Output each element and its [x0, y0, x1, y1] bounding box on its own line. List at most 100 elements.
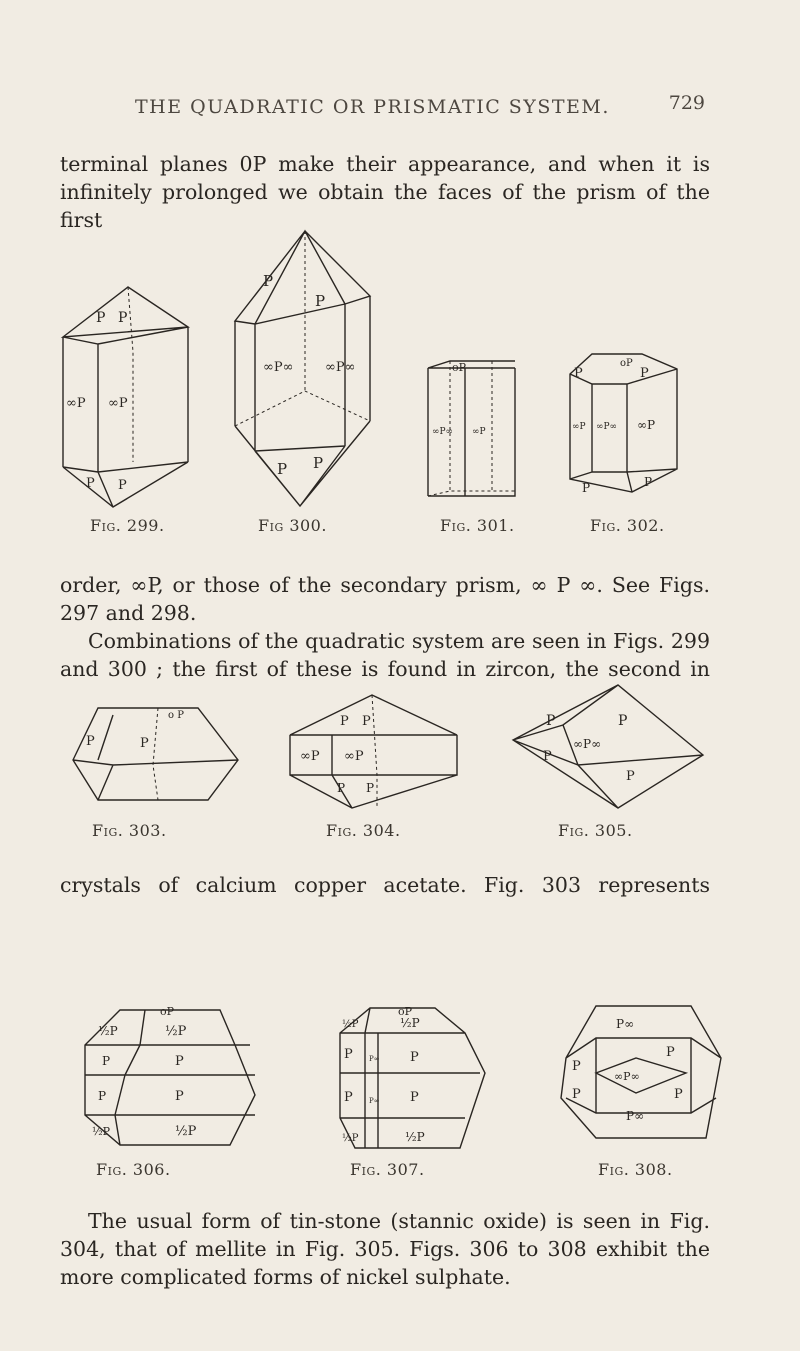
- face-label: ∞P∞: [573, 737, 601, 751]
- face-label: P: [175, 1089, 184, 1104]
- face-label: P: [410, 1090, 419, 1105]
- face-label: P: [640, 366, 649, 381]
- running-title: THE QUADRATIC OR PRISMATIC SYSTEM.: [135, 96, 610, 118]
- face-label: ∞P∞: [614, 1070, 640, 1083]
- face-label: ½P: [405, 1130, 425, 1144]
- paragraph-2: order, ∞P, or those of the secondary pri…: [60, 573, 710, 625]
- face-label: ∞P∞: [325, 360, 355, 375]
- paragraph-4: The usual form of tin-stone (stannic oxi…: [60, 1209, 710, 1289]
- face-label: ½P: [92, 1125, 111, 1138]
- paragraph-3-continued-text: Combinations of the quadratic system are…: [60, 817, 710, 897]
- face-label: oP: [398, 1005, 413, 1018]
- figure-301-drawing: oP ∞P∞ ∞P: [427, 360, 516, 497]
- face-label: ½P: [400, 1016, 420, 1030]
- figure-302-drawing: oP P P ∞P ∞P∞ ∞P P P: [569, 353, 678, 495]
- face-label: P: [626, 769, 635, 784]
- face-label: oP: [452, 361, 467, 374]
- face-label: P: [118, 478, 127, 493]
- face-label: ∞P∞: [263, 360, 293, 375]
- face-label: P: [362, 714, 371, 729]
- figure-302: oP P P ∞P ∞P∞ ∞P P P: [562, 344, 687, 509]
- figure-299-drawing: P P ∞P ∞P P P: [60, 286, 191, 508]
- face-label: P: [263, 272, 273, 290]
- figure-307-caption: Fig. 307.: [350, 1160, 425, 1179]
- face-label: P: [574, 366, 583, 381]
- face-label: P: [543, 749, 552, 764]
- figure-300-drawing: P P ∞P∞ ∞P∞ P P: [233, 229, 372, 508]
- figure-305: P P ∞P∞ P P: [508, 680, 708, 815]
- figure-305-caption: Fig. 305.: [558, 821, 633, 840]
- face-label: P: [96, 310, 105, 326]
- paragraph-3-continued: Combinations of the quadratic system are…: [60, 871, 710, 899]
- figure-302-caption: Fig. 302.: [590, 516, 665, 535]
- face-label: P: [546, 713, 555, 729]
- face-label: ∞P∞: [432, 427, 453, 437]
- face-label: P: [582, 481, 590, 495]
- face-label: P: [118, 310, 127, 326]
- figure-308-drawing: P∞ P P ∞P∞ P P P∞: [560, 1005, 722, 1139]
- figure-303: o P P P: [68, 700, 248, 810]
- paragraph-3-start: Combinations of the quadratic system are…: [60, 627, 710, 683]
- figure-304-caption: Fig. 304.: [326, 821, 401, 840]
- face-label: ∞P∞: [596, 422, 617, 432]
- face-label: P: [86, 476, 95, 491]
- figure-303-drawing: o P P P: [72, 707, 239, 801]
- figure-304-drawing: P P ∞P ∞P P P: [289, 694, 458, 809]
- face-label: P: [140, 736, 149, 751]
- face-label: ½P: [342, 1019, 359, 1030]
- face-label: ∞P: [300, 749, 320, 764]
- face-label: ∞P: [637, 418, 655, 432]
- face-label: P: [674, 1087, 683, 1102]
- face-label: P∞: [616, 1017, 634, 1031]
- face-label: P: [572, 1059, 581, 1074]
- face-label: P: [344, 1090, 353, 1105]
- face-label: P: [102, 1054, 110, 1068]
- figure-304: P P ∞P ∞P P P: [282, 690, 462, 815]
- face-label: P: [86, 734, 95, 749]
- figure-307-drawing: oP ½P ½P P P∞ P P P∞ P ½P ½P: [339, 1005, 486, 1149]
- face-label: ½P: [165, 1024, 187, 1039]
- face-label: ∞P: [108, 396, 128, 411]
- page-number: 729: [668, 92, 705, 114]
- figure-301: oP ∞P∞ ∞P: [420, 356, 530, 506]
- figure-307: oP ½P ½P P P∞ P P P∞ P ½P ½P: [330, 1003, 490, 1153]
- face-label: ½P: [98, 1024, 118, 1038]
- face-label: o P: [168, 710, 184, 721]
- page-header: THE QUADRATIC OR PRISMATIC SYSTEM. 729: [135, 92, 705, 136]
- figure-300-caption: Fig 300.: [258, 516, 327, 535]
- face-label: ∞P: [66, 396, 86, 411]
- face-label: P∞: [626, 1109, 644, 1123]
- face-label: oP: [620, 358, 633, 369]
- face-label: P: [175, 1054, 184, 1069]
- face-label: P∞: [369, 1097, 380, 1105]
- face-label: P: [666, 1045, 675, 1060]
- paragraph-1: terminal planes 0P make their appearance…: [60, 152, 710, 232]
- figure-308-caption: Fig. 308.: [598, 1160, 673, 1179]
- face-label: ∞P: [344, 749, 364, 764]
- figure-306-drawing: oP ½P ½P P P P P ½P ½P: [84, 1005, 256, 1146]
- paragraph-3-text: Combinations of the quadratic system are…: [60, 629, 710, 681]
- face-label: P: [410, 1050, 419, 1065]
- face-label: ½P: [175, 1124, 197, 1139]
- face-label: ∞P: [572, 422, 586, 432]
- face-label: P: [644, 475, 652, 489]
- face-label: P: [337, 781, 345, 795]
- face-label: ∞P: [472, 427, 486, 437]
- figure-300: P P ∞P∞ ∞P∞ P P: [225, 226, 385, 516]
- figure-299-caption: Fig. 299.: [90, 516, 165, 535]
- face-label: P: [315, 292, 325, 310]
- face-label: P: [344, 1047, 353, 1062]
- figure-308: P∞ P P ∞P∞ P P P∞: [556, 998, 726, 1148]
- figure-303-caption: Fig. 303.: [92, 821, 167, 840]
- figure-305-drawing: P P ∞P∞ P P: [511, 684, 705, 809]
- face-label: oP: [160, 1005, 175, 1018]
- face-label: P∞: [369, 1055, 380, 1063]
- figure-306-caption: Fig. 306.: [96, 1160, 171, 1179]
- face-label: P: [277, 460, 287, 478]
- face-label: ½P: [342, 1133, 359, 1144]
- face-label: P: [366, 781, 374, 795]
- figure-301-caption: Fig. 301.: [440, 516, 515, 535]
- figure-299: P P ∞P ∞P P P: [58, 282, 198, 522]
- face-label: P: [340, 714, 349, 729]
